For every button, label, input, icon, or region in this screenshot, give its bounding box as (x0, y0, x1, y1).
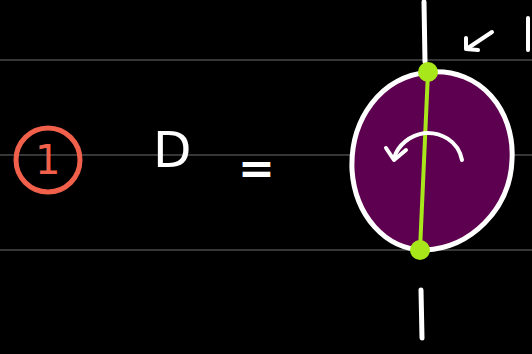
pointer-arrow (468, 32, 492, 48)
rotation-axis (420, 72, 428, 250)
equals-sign: = (238, 146, 275, 190)
axis-point (418, 62, 438, 82)
axis-line (421, 290, 422, 338)
ruled-line (0, 59, 532, 61)
disk (352, 72, 512, 250)
ruled-line (0, 249, 532, 251)
arrow-head (386, 148, 406, 160)
cut-mark (526, 18, 530, 50)
axis-point (410, 240, 430, 260)
arrow-head (466, 38, 478, 50)
number-ring (16, 128, 80, 192)
rotation-arrow (394, 133, 462, 160)
callout-number: 1 (35, 140, 60, 180)
variable-letter: D (153, 125, 192, 175)
axis-line (424, 2, 425, 62)
